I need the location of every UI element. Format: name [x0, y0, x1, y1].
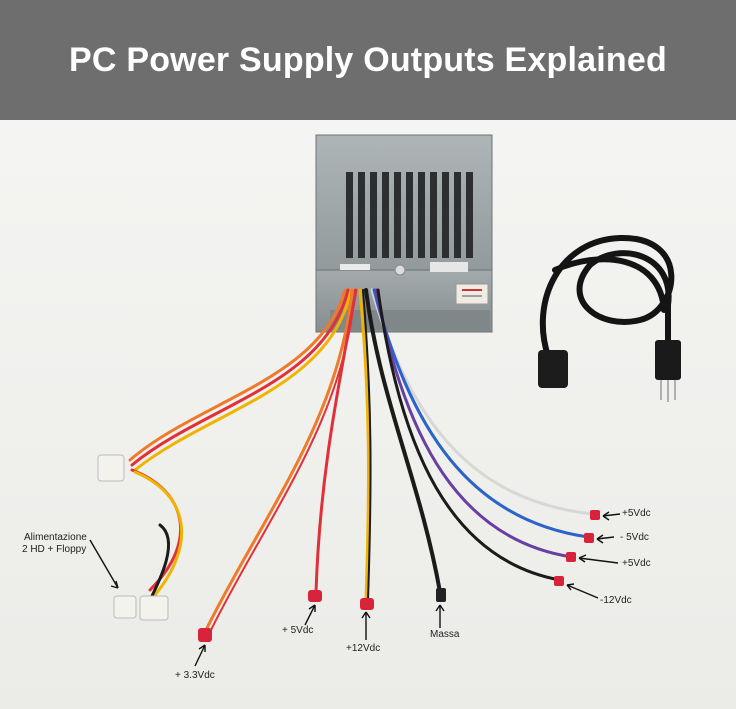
wire-harness [128, 288, 594, 633]
iec-connector [538, 350, 568, 388]
label-arrows [89, 511, 621, 667]
page-title: PC Power Supply Outputs Explained [69, 40, 667, 79]
wall-plug [655, 340, 681, 402]
molex-connector [97, 454, 169, 621]
power-supply-unit [315, 134, 493, 333]
label-5v-left: + 5Vdc [282, 625, 314, 636]
title-banner: PC Power Supply Outputs Explained [0, 0, 736, 120]
label-hd-floppy-line1: Alimentazione [24, 532, 87, 543]
label-minus-5v: - 5Vdc [620, 532, 649, 543]
power-cord [539, 234, 675, 359]
label-minus-12v: -12Vdc [600, 595, 632, 606]
psu-illustration [89, 134, 681, 667]
label-right-5v-top: +5Vdc [622, 508, 651, 519]
label-hd-floppy-line2: 2 HD + Floppy [22, 544, 87, 555]
psu-photo [0, 120, 736, 709]
test-connectors [198, 510, 600, 642]
label-12v: +12Vdc [346, 643, 381, 654]
label-3v3: + 3.3Vdc [175, 670, 215, 681]
label-massa: Massa [430, 629, 460, 640]
label-right-5v-bottom: +5Vdc [622, 558, 651, 569]
ground-connector [436, 588, 446, 602]
